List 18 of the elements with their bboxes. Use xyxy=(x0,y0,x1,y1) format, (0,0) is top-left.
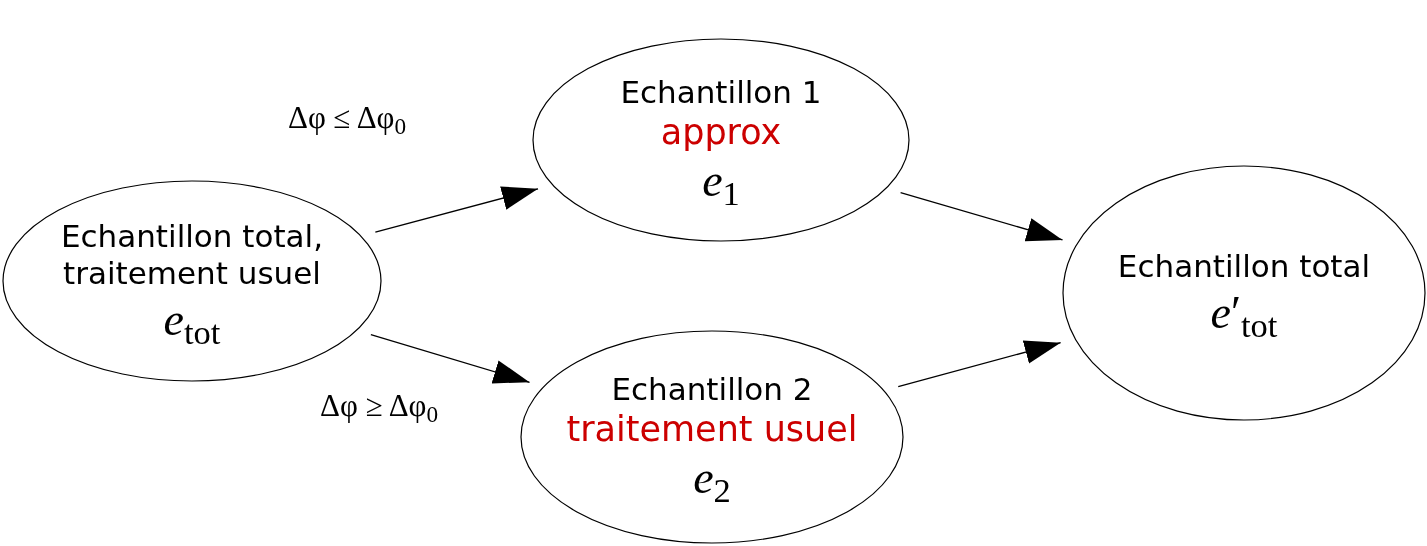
node-text: Echantillon total, traitement usuel xyxy=(59,217,325,293)
node-text: Echantillon total xyxy=(1116,248,1372,286)
math-symbol: e$_{tot}$ xyxy=(163,296,221,345)
arrow xyxy=(374,186,539,233)
ellipse-node xyxy=(1062,165,1426,421)
math-symbol: e$_{2}$ xyxy=(693,454,731,503)
math-symbol: e$_{1}$ xyxy=(702,157,740,206)
arrow xyxy=(897,340,1062,388)
ellipse-node xyxy=(532,38,910,242)
ellipse-node xyxy=(2,180,382,382)
node-text: Echantillon 1 xyxy=(619,74,823,112)
node-text: approx xyxy=(659,111,783,154)
arrow xyxy=(899,191,1064,242)
arrow xyxy=(370,334,531,384)
node-text: traitement usuel xyxy=(565,408,859,451)
ellipse-node xyxy=(520,330,904,544)
node-text: Echantillon 2 xyxy=(610,371,814,409)
math-symbol: e′$_{tot}$ xyxy=(1210,289,1278,338)
